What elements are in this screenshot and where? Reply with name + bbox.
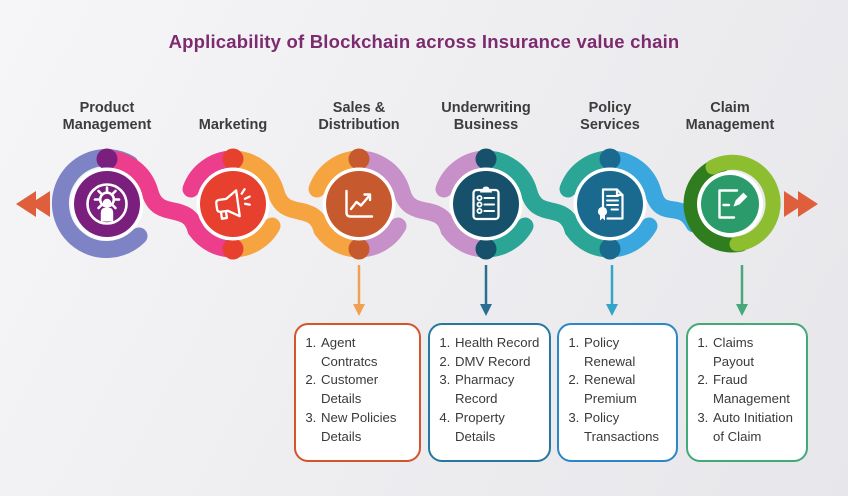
callout-arrow-head-underwriting <box>480 304 492 316</box>
callout-arrows <box>353 265 748 316</box>
callout-item: Customer Details <box>320 371 416 408</box>
fast-forward-arrows-icon <box>784 191 818 217</box>
dot-policy-top <box>599 148 621 170</box>
ribbon-orchid-main <box>350 150 495 258</box>
callout-item: Fraud Management <box>712 371 803 408</box>
dot-underwriting-top <box>475 148 497 170</box>
megaphone-icon <box>215 188 251 220</box>
callout-arrow-head-policy <box>606 304 618 316</box>
stage-label-marketing: Marketing <box>198 116 268 133</box>
callout-list: Policy Renewal Renewal Premium Policy Tr… <box>566 334 673 446</box>
callout-item: Agent Contratcs <box>320 334 416 371</box>
checklist-clipboard-icon <box>472 186 500 221</box>
dot-marketing-bottom <box>222 238 244 260</box>
dot-underwriting-bottom <box>475 238 497 260</box>
callout-list: Claims Payout Fraud Management Auto Init… <box>695 334 803 446</box>
dot-marketing-top <box>222 148 244 170</box>
callout-arrow-head-sales <box>353 304 365 316</box>
ribbon-blue-main <box>601 150 703 233</box>
callout-item: Renewal Premium <box>583 371 673 408</box>
ribbon-orange-main <box>224 150 368 258</box>
callout-sales-distribution: Agent Contratcs Customer Details New Pol… <box>294 323 421 462</box>
dot-product-top <box>96 148 118 170</box>
claim-form-pen-icon <box>718 189 748 219</box>
callout-item: Policy Renewal <box>583 334 673 371</box>
disc-marketing <box>200 171 266 237</box>
callout-item: Claims Payout <box>712 334 803 371</box>
callout-item: Policy Transactions <box>583 409 673 446</box>
chain-dots <box>96 148 621 260</box>
dot-policy-bottom <box>599 238 621 260</box>
callout-arrow-head-claim <box>736 304 748 316</box>
stage-label-claim-management: Claim Management <box>685 99 775 133</box>
line-chart-icon <box>345 189 374 218</box>
gear-person-icon <box>86 183 128 225</box>
callout-list: Health Record DMV Record Pharmacy Record… <box>437 334 546 446</box>
callout-item: DMV Record <box>454 353 546 372</box>
rewind-arrows-icon <box>16 191 50 217</box>
callout-underwriting-business: Health Record DMV Record Pharmacy Record… <box>428 323 551 462</box>
claim-ring-dark-green <box>683 156 749 253</box>
ribbon-teal-main <box>477 150 619 258</box>
certificate-document-icon <box>597 188 624 221</box>
disc-policy <box>577 171 643 237</box>
callout-list: Agent Contratcs Customer Details New Pol… <box>303 334 416 446</box>
claim-ring-yellow-green <box>705 154 781 252</box>
stage-discs <box>70 167 763 241</box>
stage-label-sales-distribution: Sales & Distribution <box>318 99 400 133</box>
callout-item: Health Record <box>454 334 546 353</box>
callout-claim-management: Claims Payout Fraud Management Auto Init… <box>686 323 808 462</box>
stage-label-policy-services: Policy Services <box>580 99 640 133</box>
callout-item: Auto Initiation of Claim <box>712 409 803 446</box>
dot-sales-bottom <box>348 238 370 260</box>
disc-claim <box>701 175 759 233</box>
page-title: Applicability of Blockchain across Insur… <box>168 31 680 52</box>
stage-label-underwriting: Underwriting Business <box>441 99 531 133</box>
dot-sales-top <box>348 148 370 170</box>
callout-policy-services: Policy Renewal Renewal Premium Policy Tr… <box>557 323 678 462</box>
callout-item: New Policies Details <box>320 409 416 446</box>
callout-item: Property Details <box>454 409 546 446</box>
ribbon-pink-main <box>98 150 242 258</box>
stage-label-product-management: Product Management <box>62 99 152 133</box>
callout-item: Pharmacy Record <box>454 371 546 408</box>
